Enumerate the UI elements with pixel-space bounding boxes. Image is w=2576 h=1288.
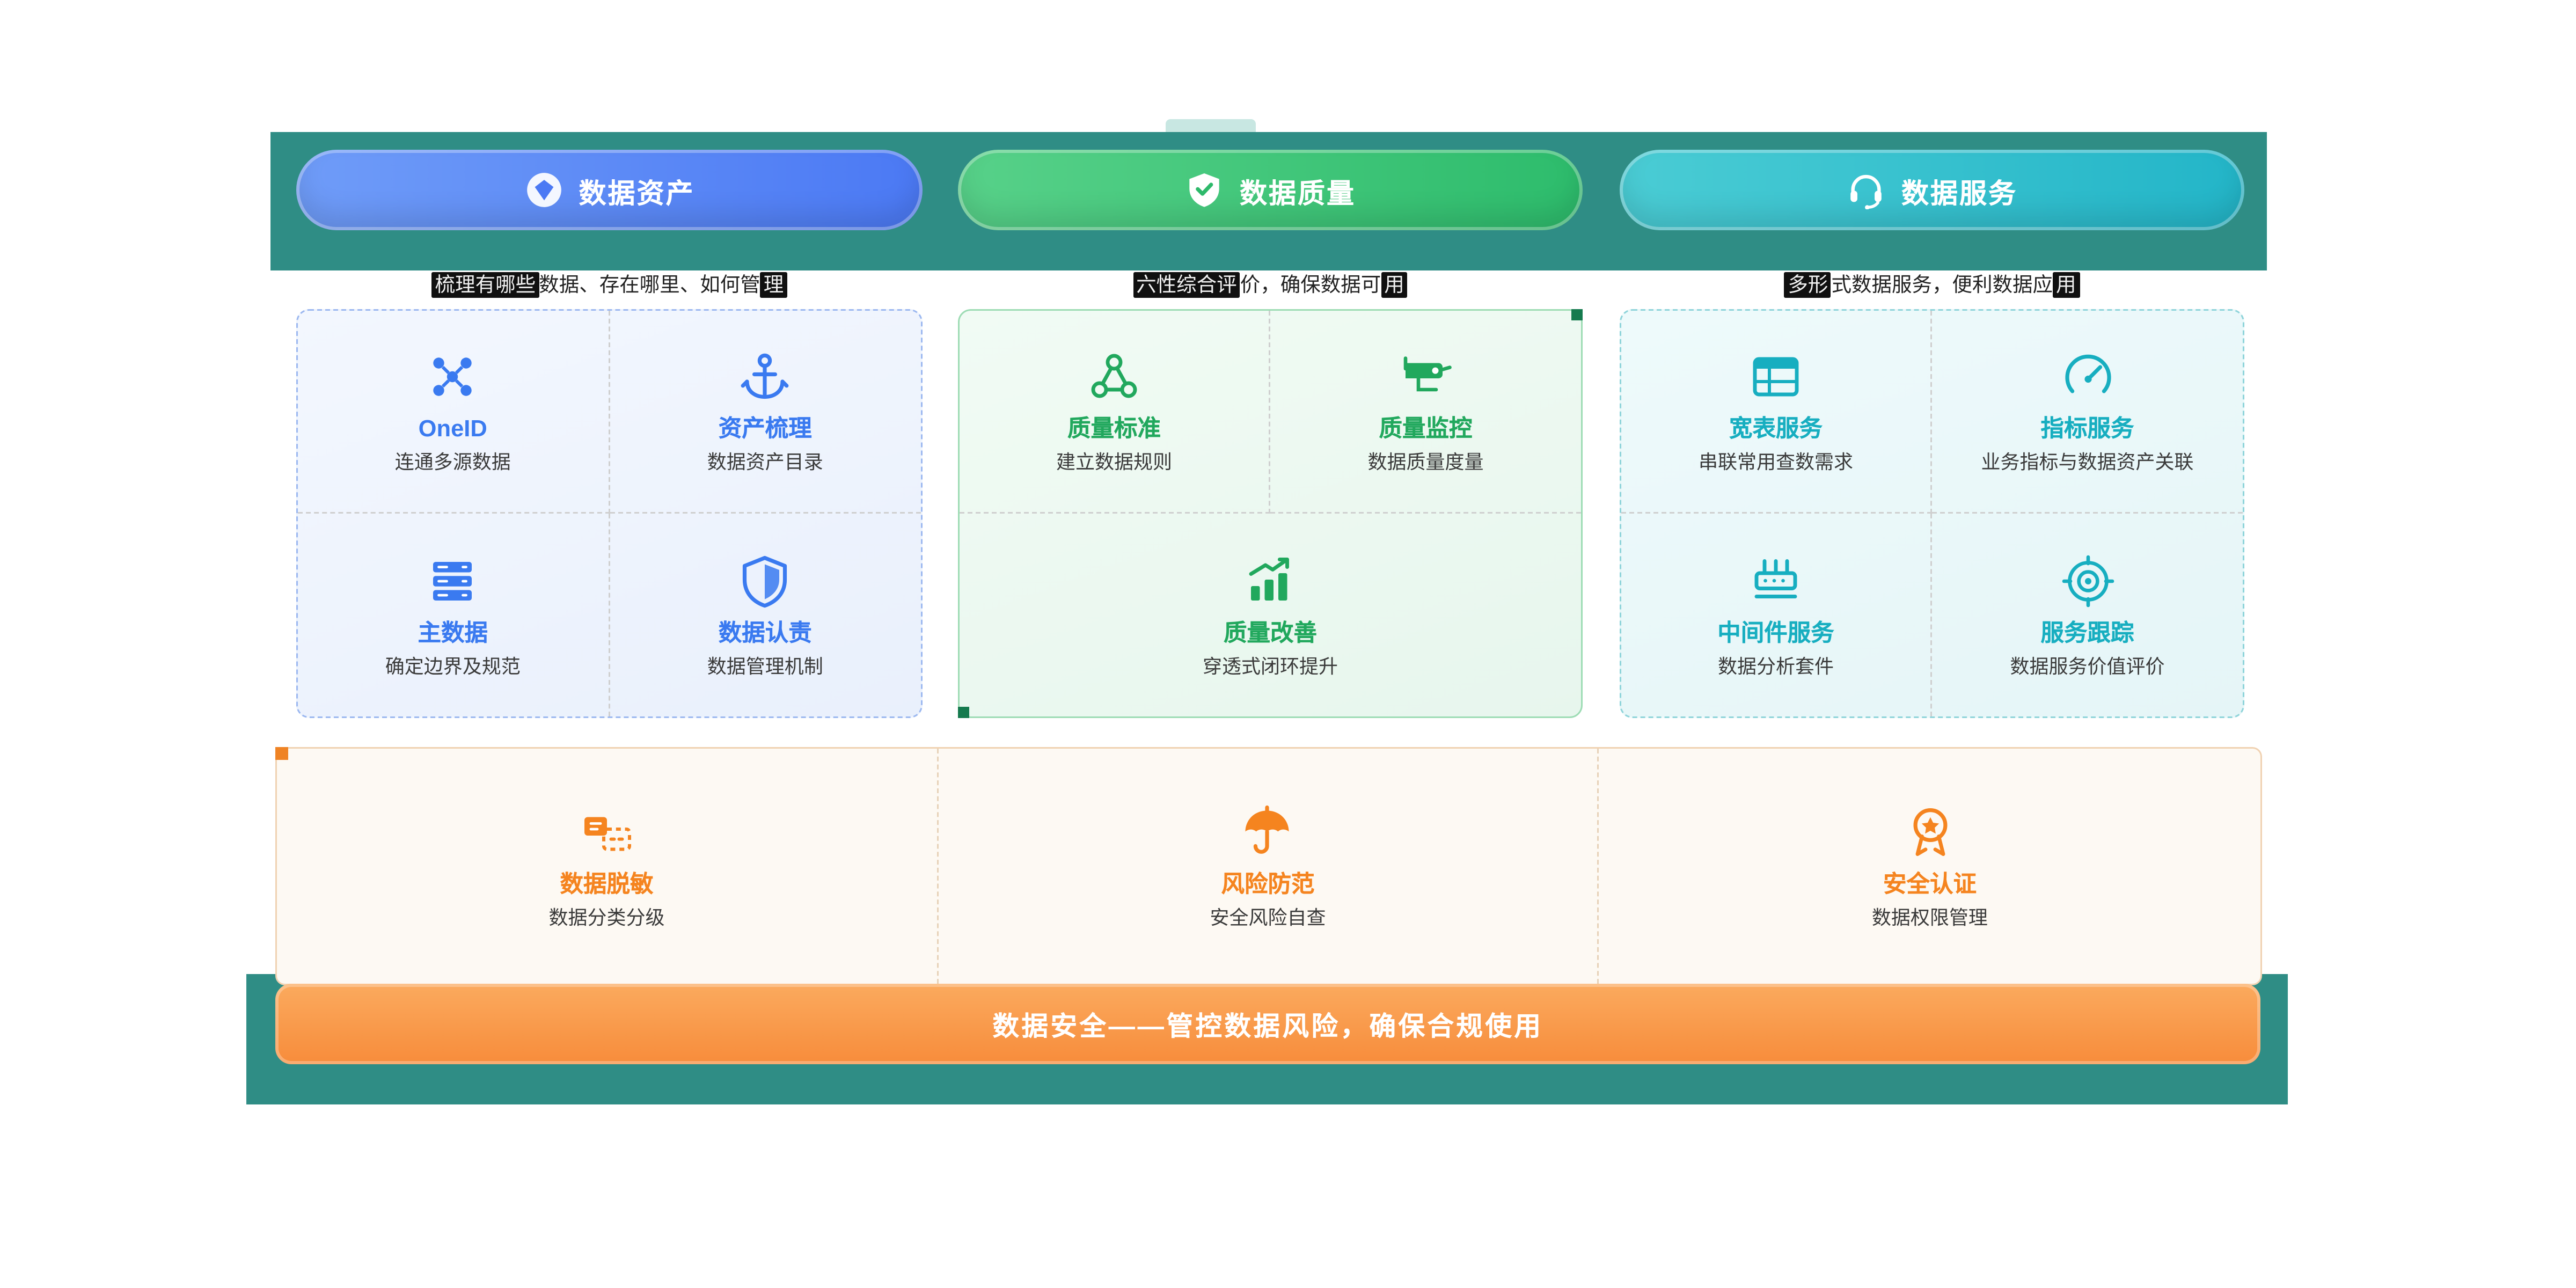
panel-item-middleware-service: 中间件服务 数据分析套件 — [1621, 514, 1932, 716]
security-item-data-masking: 数据脱敏 数据分类分级 — [277, 749, 938, 984]
pillar-button-quality[interactable]: 数据质量 — [958, 150, 1583, 230]
pillar-button-assets[interactable]: 数据资产 — [296, 150, 923, 230]
item-title: 中间件服务 — [1717, 620, 1834, 647]
item-desc: 数据分析套件 — [1717, 654, 1834, 677]
item-desc: 安全风险自查 — [1210, 905, 1326, 928]
item-desc: 串联常用查数需求 — [1698, 451, 1853, 473]
middleware-icon — [1747, 552, 1805, 610]
panel-item-quality-monitoring: 质量监控 数据质量度量 — [1270, 311, 1581, 514]
data-mask-icon — [577, 803, 635, 861]
corner-accent — [958, 707, 969, 718]
subtitle-highlight-end: 用 — [1381, 272, 1408, 298]
pillar-button-label: 数据质量 — [1240, 178, 1356, 209]
pillar-subtitle-services: 多形式数据服务，便利数据应用 — [1620, 272, 2244, 298]
security-item-risk-prevention: 风险防范 安全风险自查 — [938, 749, 1599, 984]
gem-icon — [524, 171, 563, 209]
services-panel: 宽表服务 串联常用查数需求 指标服务 业务指标与数据资产关联 — [1620, 309, 2244, 718]
linked-nodes-icon — [1085, 348, 1143, 406]
subtitle-text: 式数据服务，便利数据应 — [1831, 274, 2053, 296]
item-desc: 确定边界及规范 — [385, 654, 521, 677]
item-desc: 连通多源数据 — [394, 451, 511, 473]
item-title: 风险防范 — [1221, 872, 1315, 898]
growth-chart-icon — [1241, 552, 1299, 610]
item-title: 数据认责 — [718, 620, 812, 647]
panel-item-wide-table-service: 宽表服务 串联常用查数需求 — [1621, 311, 1932, 514]
umbrella-icon — [1239, 803, 1297, 861]
item-title: 主数据 — [418, 620, 488, 647]
item-title: 指标服务 — [2040, 417, 2134, 443]
corner-accent — [1571, 309, 1583, 320]
pillar-subtitle-assets: 梳理有哪些数据、存在哪里、如何管理 — [296, 272, 923, 298]
item-desc: 数据管理机制 — [707, 654, 823, 677]
monitor-camera-icon — [1397, 348, 1455, 406]
item-desc: 数据资产目录 — [707, 451, 823, 473]
item-title: 安全认证 — [1883, 872, 1977, 898]
item-desc: 业务指标与数据资产关联 — [1981, 451, 2194, 473]
item-title: 数据脱敏 — [560, 872, 654, 898]
subtitle-text: 数据、存在哪里、如何管 — [539, 274, 760, 296]
network-icon — [424, 348, 482, 406]
item-desc: 数据权限管理 — [1871, 905, 1988, 928]
shield-check-icon — [1185, 171, 1224, 209]
pillar-button-label: 数据服务 — [1901, 178, 2017, 209]
item-title: 质量监控 — [1379, 417, 1473, 443]
item-title: 宽表服务 — [1729, 417, 1823, 443]
item-desc: 数据分类分级 — [548, 905, 665, 928]
anchor-icon — [736, 348, 794, 406]
quality-panel: 质量标准 建立数据规则 质量监控 数据质量度量 — [958, 309, 1583, 718]
panel-item-data-accountability: 数据认责 数据管理机制 — [610, 514, 921, 716]
security-banner-label: 数据安全——管控数据风险，确保合规使用 — [992, 1013, 1543, 1042]
subtitle-highlight-end: 用 — [2053, 272, 2080, 298]
subtitle-highlight-start: 多形 — [1784, 272, 1832, 298]
item-title: 服务跟踪 — [2040, 620, 2134, 647]
tracking-target-icon — [2059, 552, 2117, 610]
item-desc: 建立数据规则 — [1056, 451, 1172, 473]
panel-item-service-tracking: 服务跟踪 数据服务价值评价 — [1932, 514, 2243, 716]
database-icon — [424, 552, 482, 610]
panel-item-oneid: OneID 连通多源数据 — [298, 311, 610, 514]
corner-accent — [275, 747, 288, 760]
panel-item-quality-standard: 质量标准 建立数据规则 — [960, 311, 1270, 514]
pillar-button-label: 数据资产 — [579, 178, 695, 209]
pillar-button-services[interactable]: 数据服务 — [1620, 150, 2244, 230]
headset-icon — [1847, 171, 1885, 210]
item-title: 资产梳理 — [718, 417, 812, 443]
panel-item-master-data: 主数据 确定边界及规范 — [298, 514, 610, 716]
security-item-certification: 安全认证 数据权限管理 — [1599, 749, 2260, 984]
pillar-subtitle-quality: 六性综合评价，确保数据可用 — [958, 272, 1583, 298]
item-title: OneID — [418, 417, 487, 443]
item-desc: 数据质量度量 — [1367, 451, 1484, 473]
assets-panel: OneID 连通多源数据 资产梳理 数据资产目录 — [296, 309, 923, 718]
panel-item-asset-sorting: 资产梳理 数据资产目录 — [609, 311, 921, 514]
subtitle-highlight-start: 梳理有哪些 — [431, 272, 539, 298]
subtitle-text: 价，确保数据可 — [1240, 274, 1381, 296]
shield-icon — [736, 552, 794, 610]
subtitle-highlight-end: 理 — [760, 272, 787, 298]
item-desc: 穿透式闭环提升 — [1202, 654, 1338, 677]
cert-badge-icon — [1901, 803, 1959, 861]
gauge-icon — [2059, 348, 2117, 406]
item-title: 质量标准 — [1067, 417, 1161, 443]
wide-table-icon — [1747, 348, 1805, 406]
item-desc: 数据服务价值评价 — [2010, 654, 2165, 677]
panel-item-quality-improvement: 质量改善 穿透式闭环提升 — [960, 514, 1581, 716]
security-banner: 数据安全——管控数据风险，确保合规使用 — [275, 984, 2260, 1064]
band-notch — [1166, 119, 1256, 132]
item-title: 质量改善 — [1224, 620, 1317, 647]
subtitle-highlight-start: 六性综合评 — [1133, 272, 1240, 298]
panel-item-indicator-service: 指标服务 业务指标与数据资产关联 — [1932, 311, 2243, 514]
security-panel: 数据脱敏 数据分类分级 风险防范 安全风险自查 — [275, 747, 2262, 985]
